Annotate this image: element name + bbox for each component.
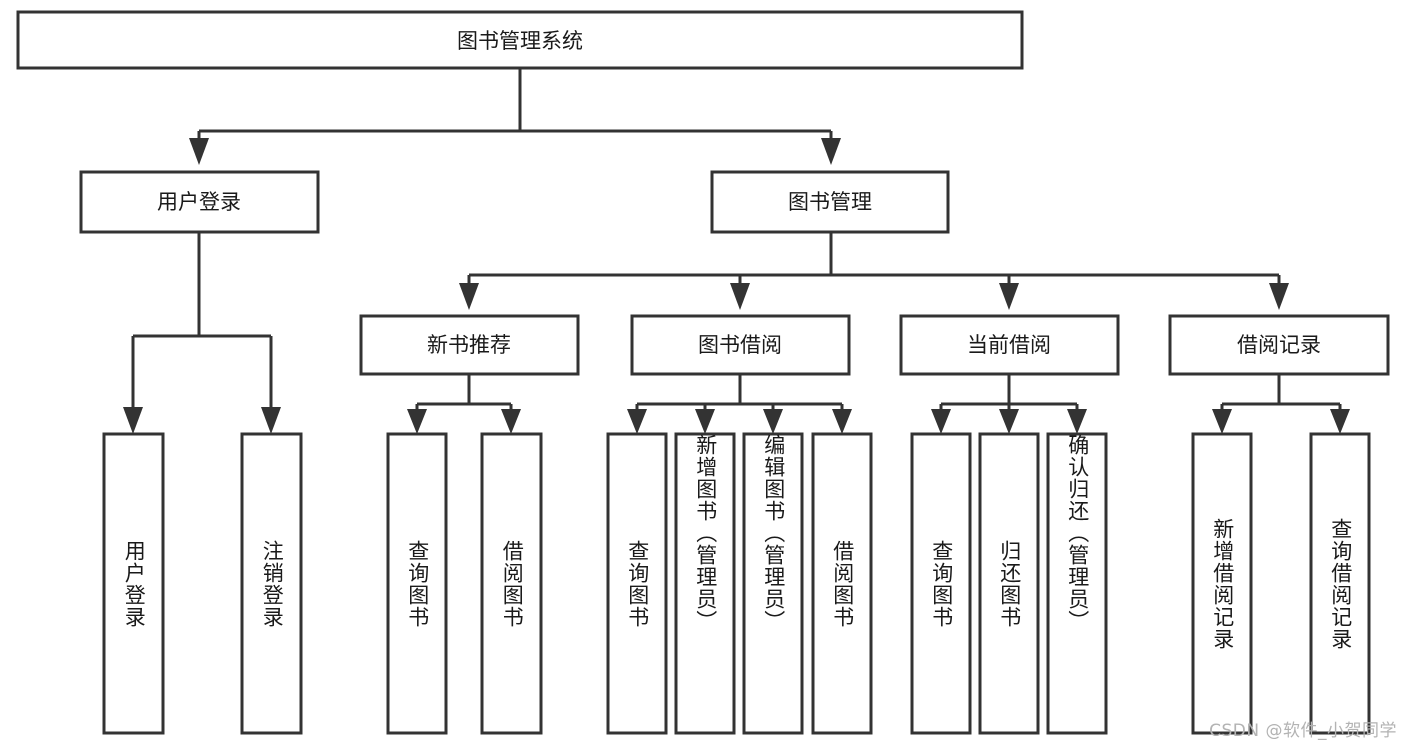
node-user-login-box[interactable] bbox=[79, 170, 320, 234]
leaf-box-query-record[interactable] bbox=[1309, 432, 1371, 735]
connector-group bbox=[123, 68, 1350, 434]
arrowhead-book-borrow bbox=[730, 283, 750, 310]
node-book-borrow-label: 图书借阅 bbox=[698, 333, 782, 357]
node-book-manage[interactable]: 图书管理 bbox=[710, 170, 950, 234]
node-borrow-record[interactable]: 借阅记录 bbox=[1168, 314, 1390, 376]
arrowhead-leaf-query-book-2 bbox=[627, 409, 647, 434]
leaf-box-add-book[interactable] bbox=[674, 432, 736, 735]
node-book-manage-label: 图书管理 bbox=[788, 190, 872, 214]
leaf-box-query-book-3[interactable] bbox=[910, 432, 972, 735]
arrowhead-new-book-rec bbox=[459, 283, 479, 310]
node-borrow-record-box[interactable] bbox=[1168, 314, 1390, 376]
arrowhead-leaf-edit-book bbox=[763, 409, 783, 434]
node-root-label: 图书管理系统 bbox=[457, 29, 583, 53]
node-book-manage-box[interactable] bbox=[710, 170, 950, 234]
node-book-borrow-box[interactable] bbox=[630, 314, 851, 376]
csdn-watermark: CSDN @软件_小贺同学 bbox=[1209, 721, 1397, 741]
node-new-book-rec-label: 新书推荐 bbox=[427, 333, 511, 357]
arrowhead-leaf-borrow-book-1 bbox=[501, 409, 521, 434]
node-current-borrow-box[interactable] bbox=[899, 314, 1120, 376]
leaf-box-query-book-1[interactable] bbox=[386, 432, 448, 735]
arrowhead-leaf-confirm-return bbox=[1067, 409, 1087, 434]
arrowhead-borrow-record bbox=[1269, 283, 1289, 310]
arrowhead-book-manage bbox=[821, 138, 841, 165]
node-user-login[interactable]: 用户登录 bbox=[79, 170, 320, 234]
leaf-box-add-record[interactable] bbox=[1191, 432, 1253, 735]
node-root[interactable]: 图书管理系统 bbox=[16, 10, 1024, 70]
node-current-borrow[interactable]: 当前借阅 bbox=[899, 314, 1120, 376]
leaf-box-return-book[interactable] bbox=[978, 432, 1040, 735]
arrowhead-leaf-query-book-3 bbox=[931, 409, 951, 434]
leaf-box-user-logout[interactable] bbox=[240, 432, 303, 735]
leaf-box-edit-book[interactable] bbox=[742, 432, 804, 735]
node-new-book-rec-box[interactable] bbox=[359, 314, 580, 376]
leaf-box-group bbox=[102, 432, 1371, 735]
leaf-box-confirm-return[interactable] bbox=[1046, 432, 1108, 735]
leaf-box-borrow-book-2[interactable] bbox=[811, 432, 873, 735]
node-root-box[interactable] bbox=[16, 10, 1024, 70]
arrowhead-leaf-query-record bbox=[1330, 409, 1350, 434]
arrowhead-user-login bbox=[189, 138, 209, 165]
node-new-book-rec[interactable]: 新书推荐 bbox=[359, 314, 580, 376]
arrowhead-leaf-add-book bbox=[695, 409, 715, 434]
leaf-box-query-book-2[interactable] bbox=[606, 432, 668, 735]
arrowhead-leaf-user-login bbox=[123, 407, 143, 434]
leaf-box-borrow-book-1[interactable] bbox=[480, 432, 543, 735]
node-borrow-record-label: 借阅记录 bbox=[1237, 333, 1321, 357]
leaf-box-user-login[interactable] bbox=[102, 432, 165, 735]
node-user-login-label: 用户登录 bbox=[157, 190, 241, 214]
node-book-borrow[interactable]: 图书借阅 bbox=[630, 314, 851, 376]
arrowhead-leaf-add-record bbox=[1212, 409, 1232, 434]
arrowhead-leaf-user-logout bbox=[261, 407, 281, 434]
arrowhead-leaf-query-book-1 bbox=[407, 409, 427, 434]
arrowhead-current-borrow bbox=[999, 283, 1019, 310]
arrowhead-leaf-borrow-book-2 bbox=[832, 409, 852, 434]
arrowhead-leaf-return-book bbox=[999, 409, 1019, 434]
node-current-borrow-label: 当前借阅 bbox=[967, 333, 1051, 357]
